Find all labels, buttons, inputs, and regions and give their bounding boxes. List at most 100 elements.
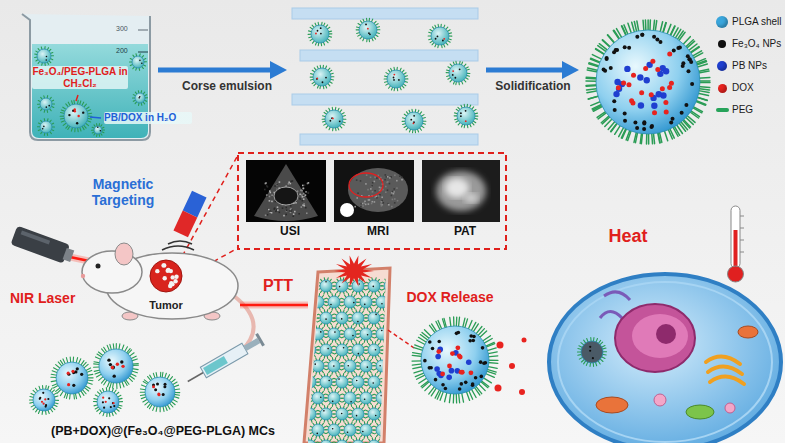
iron-oxide-np: [341, 413, 343, 415]
peg-chain: [342, 331, 345, 332]
dox-molecule: [116, 363, 119, 366]
iron-oxide-np: [311, 314, 313, 316]
peg-chain: [363, 320, 365, 321]
mouse: [106, 253, 238, 319]
peg-chain: [328, 83, 330, 85]
peg-chain: [466, 75, 469, 77]
iron-oxide-np: [162, 393, 165, 396]
microcapsule: [302, 278, 319, 295]
peg-chain: [352, 354, 354, 356]
peg-chain: [329, 423, 331, 425]
peg-chain: [394, 375, 396, 377]
peg-chain: [143, 399, 148, 402]
plga-shell: [312, 424, 324, 436]
peg-chain: [689, 47, 699, 54]
peg-chain: [366, 320, 369, 321]
mouse: [204, 312, 220, 320]
peg-chain: [51, 55, 54, 56]
peg-chain: [350, 417, 352, 418]
iron-oxide-np: [327, 348, 329, 350]
peg-chain: [377, 339, 379, 341]
iron-oxide-np: [671, 117, 675, 121]
dox-molecule: [639, 90, 644, 95]
peg-chain: [74, 127, 75, 131]
peg-chain: [145, 401, 149, 404]
peg-chain: [350, 378, 352, 379]
peg-chain: [355, 394, 357, 395]
peg-chain: [346, 343, 348, 345]
iron-oxide-np: [68, 114, 70, 116]
iron-oxide-np: [112, 402, 114, 404]
tumor: [169, 281, 173, 285]
peg-chain: [428, 35, 431, 36]
peg-chain: [369, 387, 371, 389]
iron-oxide-np: [605, 56, 609, 60]
plga-shell: [344, 328, 356, 340]
peg-chain: [345, 338, 347, 340]
plga-shell: [384, 440, 396, 443]
peg-chain: [663, 23, 667, 35]
peg-chain: [331, 314, 333, 315]
peg-chain: [323, 42, 324, 45]
peg-chain: [332, 285, 335, 286]
peg-chain: [316, 326, 318, 329]
peg-chain: [156, 373, 157, 378]
microcapsule: [350, 406, 367, 423]
plga-shell: [64, 104, 88, 128]
peg-chain: [143, 59, 146, 60]
peg-chain: [85, 386, 90, 389]
peg-chain: [305, 322, 307, 324]
peg-chain: [394, 323, 396, 325]
peg-chain: [634, 22, 637, 34]
peg-chain: [327, 324, 329, 327]
iron-oxide-np: [353, 302, 355, 304]
microcapsule: [342, 358, 359, 375]
peg-chain: [465, 67, 468, 69]
peg-chain: [473, 121, 476, 123]
peg-chain: [608, 35, 616, 44]
magnet: [173, 211, 197, 238]
plga-shell: [384, 312, 396, 324]
plga-shell: [312, 360, 324, 372]
peg-chain: [420, 112, 422, 114]
peg-chain: [169, 403, 173, 407]
peg-chain: [592, 104, 603, 109]
peg-chain: [63, 123, 66, 126]
peg-chain: [315, 379, 317, 380]
peg-chain: [356, 406, 358, 409]
peg-chain: [70, 357, 72, 363]
peg-chain: [348, 390, 350, 393]
peg-chain: [321, 375, 323, 377]
peg-chain: [51, 123, 53, 124]
peg-chain: [374, 330, 376, 331]
iron-oxide-np: [356, 415, 358, 417]
peg-chain: [647, 20, 649, 32]
iron-oxide-np: [74, 370, 77, 373]
plga-shell: [360, 360, 372, 372]
peg-chain: [361, 370, 363, 372]
peg-chain: [372, 38, 373, 41]
peg-chain: [369, 311, 371, 313]
peg-chain: [400, 68, 401, 71]
iron-oxide-np: [690, 82, 694, 86]
peg-chain: [150, 375, 153, 380]
iron-oxide-np: [109, 363, 112, 366]
plga-shell: [135, 93, 145, 103]
peg-chain: [334, 318, 337, 319]
peg-chain: [691, 107, 701, 113]
peg-chain: [309, 36, 312, 38]
peg-chain: [310, 301, 313, 302]
microcapsule: [130, 54, 147, 71]
iron-oxide-np: [435, 38, 437, 40]
iron-oxide-np: [322, 81, 324, 83]
peg-chain: [323, 304, 326, 305]
peg-chain: [305, 311, 307, 313]
peg-chain: [38, 129, 40, 130]
peg-chain: [378, 418, 380, 420]
peg-chain: [101, 132, 103, 133]
peg-chain: [350, 346, 352, 347]
peg-chain: [470, 124, 471, 127]
iron-oxide-np: [465, 110, 467, 112]
iron-oxide-np: [330, 304, 332, 306]
peg-chain: [133, 100, 135, 101]
